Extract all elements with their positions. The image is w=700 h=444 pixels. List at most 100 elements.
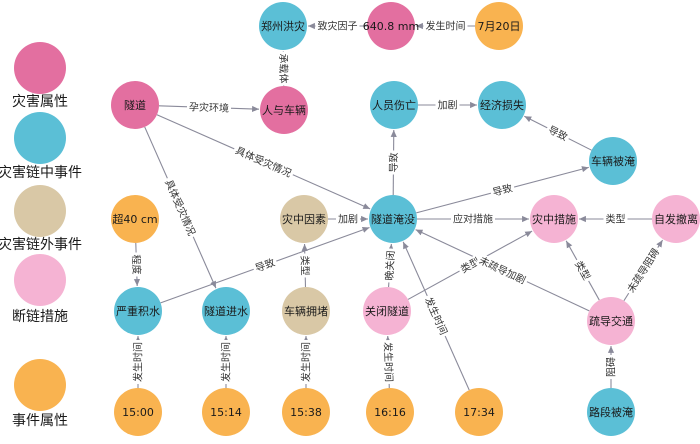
- node-carflood: 车辆被淹: [589, 137, 637, 185]
- node-roadflood: 路段被淹: [587, 388, 635, 436]
- svg-text:发生时间: 发生时间: [300, 342, 313, 382]
- node-econloss-circle: [478, 81, 526, 129]
- edge-label-evacuate-midmeasure: 类型: [603, 212, 628, 226]
- node-roadflood-label: 路段被淹: [589, 405, 633, 419]
- node-closetunnel-circle: [363, 287, 411, 335]
- edge-label-midcause-tunnelflood: 加剧: [336, 212, 360, 226]
- leg-event-attr-swatch: [14, 359, 66, 411]
- node-jam: 车辆拥堵: [282, 287, 330, 335]
- node-t1514: 15:14: [202, 388, 250, 436]
- node-rain: 640.8 mm: [363, 2, 419, 50]
- node-waterlog-circle: [114, 287, 162, 335]
- node-midcause: 灾中因素: [280, 195, 328, 243]
- svg-text:承载体: 承载体: [277, 53, 289, 83]
- node-date-circle: [475, 2, 523, 50]
- node-zhengzhou: 郑州洪灾: [259, 2, 307, 50]
- svg-text:孕灾环境: 孕灾环境: [189, 100, 229, 114]
- node-divert-label: 疏导交通: [589, 314, 633, 328]
- svg-text:加剧: 加剧: [438, 100, 458, 112]
- node-tunnel-circle: [111, 81, 159, 129]
- edge-label-waterlog-tunnelflood: 导致: [251, 254, 279, 276]
- edge-label-t1616-closetunnel: 发生时间: [381, 339, 396, 385]
- svg-text:发生时间: 发生时间: [132, 342, 145, 382]
- node-t1538-label: 15:38: [290, 406, 322, 419]
- node-tunnelwater-circle: [202, 287, 250, 335]
- svg-text:发生时间: 发生时间: [220, 342, 233, 382]
- node-t1616-circle: [366, 388, 414, 436]
- node-tunnelflood: 隧道淹没: [369, 195, 417, 243]
- edge-label-t1538-jam: 发生时间: [299, 340, 313, 384]
- node-tunnel: 隧道: [111, 81, 159, 129]
- node-carflood-circle: [589, 137, 637, 185]
- edge-label-rain-zhengzhou: 致灾因子: [315, 19, 360, 33]
- edge-label-tunnelflood-midmeasure: 应对措施: [451, 212, 495, 226]
- node-carflood-label: 车辆被淹: [591, 154, 635, 168]
- svg-text:导致: 导致: [387, 152, 400, 172]
- edge-label-tunnel-tunnelflood: 具体受灾情况: [231, 142, 296, 181]
- node-zhengzhou-label: 郑州洪灾: [261, 19, 305, 33]
- node-closetunnel-label: 关闭隧道: [365, 304, 409, 318]
- node-t1734-circle: [455, 388, 503, 436]
- node-rain-label: 640.8 mm: [363, 20, 419, 33]
- node-casualty: 人员伤亡: [370, 81, 418, 129]
- svg-text:发生时间: 发生时间: [381, 342, 395, 382]
- edge-label-t1500-waterlog: 发生时间: [131, 340, 145, 384]
- node-peoplecar-label: 人与车辆: [262, 103, 306, 117]
- node-zhengzhou-circle: [259, 2, 307, 50]
- leg-chain-in-label: 灾害链中事件: [0, 164, 82, 181]
- node-roadflood-circle: [587, 388, 635, 436]
- svg-text:未疏导阻碍: 未疏导阻碍: [624, 246, 662, 295]
- node-tunnelwater-label: 隧道进水: [204, 304, 248, 318]
- node-tunnel-label: 隧道: [124, 98, 146, 112]
- edge-label-divert-midmeasure: 类型: [571, 256, 595, 285]
- leg-chain-out-swatch: [14, 185, 66, 237]
- svg-text:发生时间: 发生时间: [426, 20, 466, 33]
- edge-label-roadflood-divert: 阻碍: [604, 355, 618, 379]
- node-midmeasure: 灾中措施: [530, 195, 578, 243]
- node-date-label: 7月20日: [478, 20, 521, 33]
- node-midcause-label: 灾中因素: [282, 212, 326, 226]
- node-cm40-circle: [111, 195, 159, 243]
- svg-text:应对措施: 应对措施: [453, 213, 493, 226]
- edge-label-divert-evacuate: 未疏导阻碍: [623, 244, 664, 297]
- node-peoplecar-circle: [260, 86, 308, 134]
- node-t1734: 17:34: [455, 388, 503, 436]
- edge-label-tunnel-peoplecar: 孕灾环境: [186, 100, 232, 115]
- svg-text:加剧: 加剧: [338, 214, 358, 226]
- node-peoplecar: 人与车辆: [260, 86, 308, 134]
- node-jam-label: 车辆拥堵: [284, 304, 328, 318]
- edge-label-t1514-tunnelwater: 发生时间: [219, 340, 233, 384]
- edge-label-carflood-econloss: 导致: [544, 122, 572, 145]
- edge-label-cm40-waterlog: 程度: [129, 252, 144, 277]
- node-t1538-circle: [282, 388, 330, 436]
- node-divert-circle: [587, 297, 635, 345]
- node-t1616: 16:16: [366, 388, 414, 436]
- node-econloss-label: 经济损失: [480, 98, 524, 112]
- node-jam-circle: [282, 287, 330, 335]
- edge-label-casualty-econloss: 加剧: [435, 98, 460, 112]
- node-tunnelwater: 隧道进水: [202, 287, 250, 335]
- node-t1514-label: 15:14: [210, 406, 242, 419]
- node-t1538: 15:38: [282, 388, 330, 436]
- node-divert: 疏导交通: [587, 297, 635, 345]
- edge-label-tunnel-tunnelwater: 具体受灾情况: [161, 175, 200, 240]
- node-evacuate-circle: [652, 195, 700, 243]
- node-evacuate-label: 自发撤离: [654, 212, 698, 226]
- node-waterlog: 严重积水: [114, 287, 162, 335]
- edge-label-divert-tunnelflood: 未疏导加剧: [475, 252, 530, 288]
- leg-event-attr-label: 事件属性: [12, 413, 68, 429]
- node-midmeasure-circle: [530, 195, 578, 243]
- node-cm40: 超40 cm: [111, 195, 159, 243]
- edge-label-closetunnel-tunnelflood: 晚关闭: [382, 248, 398, 283]
- svg-text:晚关闭: 晚关闭: [383, 250, 398, 281]
- node-t1500-circle: [114, 388, 162, 436]
- node-midmeasure-label: 灾中措施: [532, 212, 576, 226]
- edge-label-tunnelflood-casualty: 导致: [386, 150, 401, 175]
- node-t1500-label: 15:00: [122, 406, 154, 419]
- edge-label-tunnelflood-carflood: 导致: [489, 180, 516, 200]
- leg-break-swatch: [14, 254, 66, 306]
- node-casualty-circle: [370, 81, 418, 129]
